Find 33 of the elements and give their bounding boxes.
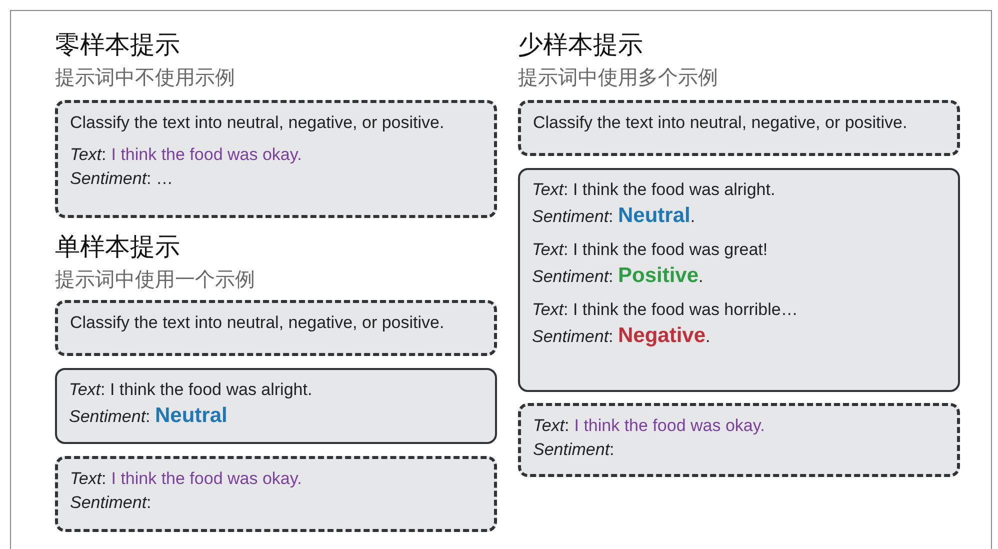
prompt-text: Sentiment: bbox=[533, 440, 614, 459]
prompt-text: Text: I think the food was alright. bbox=[69, 380, 312, 399]
prompt-text: Classify the text into neutral, negative, or positive. bbox=[70, 313, 444, 332]
section-subtitle: 提示词中使用一个示例 bbox=[55, 268, 255, 293]
section-subtitle: 提示词中使用多个示例 bbox=[518, 66, 718, 91]
prompt-text: Text: bbox=[533, 416, 570, 435]
example-text: I think the food was okay. bbox=[111, 145, 302, 164]
dashed-prompt-box bbox=[55, 456, 497, 532]
example-box bbox=[518, 168, 960, 392]
section-subtitle: 提示词中不使用示例 bbox=[55, 66, 235, 91]
dashed-prompt-box bbox=[55, 300, 497, 356]
prompt-text: Text: bbox=[70, 469, 106, 488]
section-heading: 少样本提示 bbox=[518, 30, 643, 61]
prompt-text: Sentiment: Neutral bbox=[69, 407, 228, 426]
dashed-prompt-box bbox=[518, 100, 960, 156]
prompt-text: Sentiment: … bbox=[70, 169, 173, 188]
example-text: I think the food was okay. bbox=[574, 416, 765, 435]
example-text: I think the food was okay. bbox=[111, 469, 302, 488]
prompt-text: Sentiment: Positive. bbox=[532, 267, 704, 286]
prompt-text: Text: bbox=[70, 145, 106, 164]
example-box bbox=[55, 368, 497, 444]
section-heading: 单样本提示 bbox=[55, 232, 180, 263]
prompt-text: Classify the text into neutral, negative, or positive. bbox=[70, 113, 444, 132]
prompt-text: Text: I think the food was horrible… bbox=[532, 300, 798, 319]
prompt-text: Sentiment: Neutral. bbox=[532, 207, 696, 226]
prompt-text: Classify the text into neutral, negative, or positive. bbox=[533, 113, 908, 132]
prompt-text: Sentiment: Negative. bbox=[532, 327, 710, 346]
prompt-text: Text: I think the food was alright. bbox=[532, 180, 776, 199]
dashed-prompt-box bbox=[518, 403, 960, 477]
prompt-text: Text: I think the food was great! bbox=[532, 240, 768, 259]
prompt-text: Sentiment: bbox=[70, 493, 152, 512]
section-heading: 零样本提示 bbox=[55, 30, 180, 61]
dashed-prompt-box bbox=[55, 100, 497, 218]
